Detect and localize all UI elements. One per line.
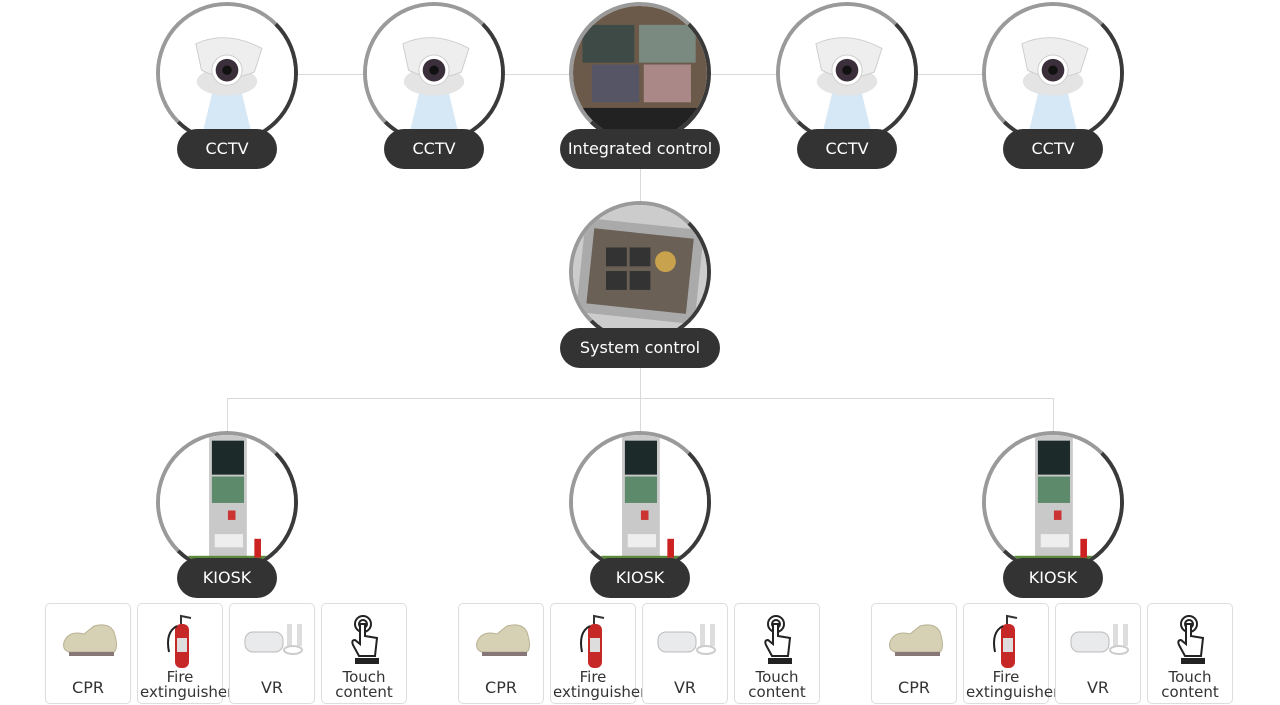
cctv-node-label[interactable]: CCTV [1003, 129, 1103, 169]
cpr-manikin-icon [63, 624, 117, 656]
kiosk-node-label[interactable]: KIOSK [1003, 558, 1103, 598]
fire-extinguisher-icon [167, 614, 192, 668]
cctv-camera-icon [367, 6, 501, 140]
kiosk-branch-left [227, 398, 228, 432]
kiosk-item-label: Fire extinguisher [553, 668, 647, 701]
fire-extinguisher-icon [580, 614, 605, 668]
touch-hand-icon [1177, 615, 1205, 664]
vr-headset-icon [657, 624, 716, 655]
system-to-kiosk-line [640, 368, 641, 432]
cctv-node-label[interactable]: CCTV [797, 129, 897, 169]
cctv-node-circle [156, 2, 298, 144]
system-control-node-label[interactable]: System control [560, 328, 720, 368]
kiosk-item-label: CPR [898, 678, 930, 697]
kiosk-item-label: VR [673, 678, 697, 697]
tablet-icon [573, 205, 707, 339]
kiosk-item-card[interactable]: Fire extinguisher [550, 603, 647, 704]
kiosk-item-label: Touch content [335, 668, 393, 701]
kiosk-branch-right [1053, 398, 1054, 432]
integrated-to-system-line [640, 169, 641, 204]
kiosk-icon [573, 435, 707, 569]
kiosk-icon [160, 435, 294, 569]
kiosk-node-circle [569, 431, 711, 573]
cctv-camera-icon [160, 6, 294, 140]
cpr-manikin-icon [889, 624, 943, 656]
kiosk-item-card[interactable]: Fire extinguisher [137, 603, 234, 704]
touch-hand-icon [764, 615, 792, 664]
kiosk-item-card[interactable]: Touch content [321, 603, 407, 704]
kiosk-item-card[interactable]: VR [642, 603, 728, 704]
kiosk-node-label[interactable]: KIOSK [177, 558, 277, 598]
vr-headset-icon [244, 624, 303, 655]
kiosk-item-label: Fire extinguisher [966, 668, 1060, 701]
cctv-camera-icon [986, 6, 1120, 140]
cctv-node-label[interactable]: CCTV [384, 129, 484, 169]
kiosk-item-card[interactable]: CPR [458, 603, 544, 704]
kiosk-item-card[interactable]: VR [229, 603, 315, 704]
kiosk-item-card[interactable]: Touch content [1147, 603, 1233, 704]
cpr-manikin-icon [476, 624, 530, 656]
kiosk-item-label: Touch content [748, 668, 806, 701]
cctv-camera-icon [780, 6, 914, 140]
kiosk-item-label: Fire extinguisher [140, 668, 234, 701]
monitors-icon [573, 6, 707, 140]
cctv-node-circle [982, 2, 1124, 144]
integrated-control-node-label[interactable]: Integrated control [560, 129, 720, 169]
kiosk-item-label: VR [260, 678, 284, 697]
integrated-control-node-circle [569, 2, 711, 144]
kiosk-icon [986, 435, 1120, 569]
cctv-node-circle [776, 2, 918, 144]
kiosk-node-circle [156, 431, 298, 573]
kiosk-node-label[interactable]: KIOSK [590, 558, 690, 598]
kiosk-item-card[interactable]: VR [1055, 603, 1141, 704]
cctv-node-label[interactable]: CCTV [177, 129, 277, 169]
kiosk-item-card[interactable]: Fire extinguisher [963, 603, 1060, 704]
kiosk-item-label: VR [1086, 678, 1110, 697]
kiosk-item-label: Touch content [1161, 668, 1219, 701]
vr-headset-icon [1070, 624, 1129, 655]
system-control-node-circle [569, 201, 711, 343]
kiosk-item-label: CPR [72, 678, 104, 697]
kiosk-item-card[interactable]: Touch content [734, 603, 820, 704]
touch-hand-icon [351, 615, 379, 664]
kiosk-item-label: CPR [485, 678, 517, 697]
kiosk-node-circle [982, 431, 1124, 573]
kiosk-branch-line [227, 398, 1053, 399]
cctv-node-circle [363, 2, 505, 144]
kiosk-item-card[interactable]: CPR [871, 603, 957, 704]
kiosk-item-card[interactable]: CPR [45, 603, 131, 704]
fire-extinguisher-icon [993, 614, 1018, 668]
